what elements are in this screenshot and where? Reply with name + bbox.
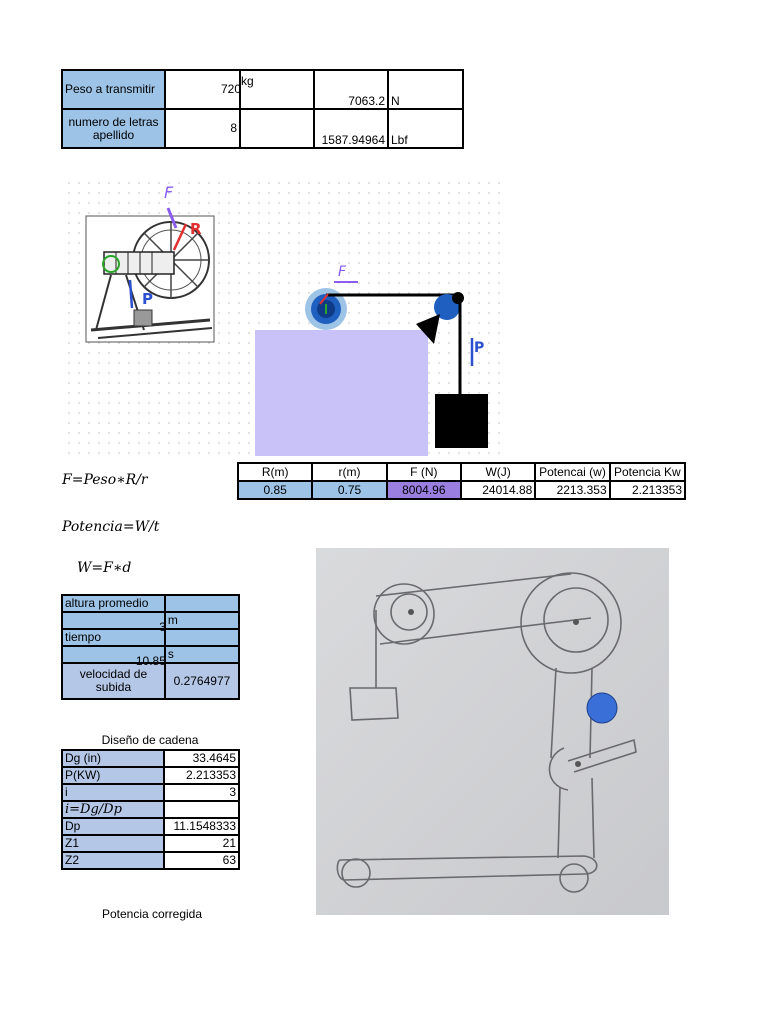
diagram-force-label: F: [338, 264, 347, 280]
header-F: F (N): [385, 462, 462, 482]
pkw-value: 2.213353: [163, 766, 240, 785]
tiempo-empty: [163, 628, 241, 647]
value-r: 0.75: [311, 480, 388, 500]
letras-empty: [239, 108, 315, 149]
altura-value: 3: [159, 619, 166, 634]
platform-block: [255, 330, 428, 456]
peso-label: Peso a transmitir: [61, 69, 166, 110]
chain-design-title: Diseño de cadena: [101, 733, 199, 747]
peso-value: 720: [220, 82, 241, 96]
altura-empty: [163, 594, 241, 613]
sketch-radius-label: R: [190, 220, 202, 238]
ratio-formula: i=Dg/Dp: [60, 800, 166, 819]
results-table: R(m) r(m) F (N) W(J) Potencai (w) Potenc…: [236, 462, 687, 500]
header-potencia-w: Potencai (w): [534, 462, 611, 482]
value-F: 8004.96: [385, 480, 462, 500]
corrected-power-title: Potencia corregida: [101, 907, 203, 921]
blue-marker-dot: [586, 692, 618, 724]
value-R: 0.85: [236, 480, 314, 500]
peso-newton-unit: N: [387, 69, 464, 110]
i-value: 3: [163, 783, 240, 802]
peso-newton-value: 7063.2: [313, 69, 389, 110]
tiempo-value: 10.85: [135, 653, 166, 668]
velocidad-label: velocidad de subida: [61, 662, 166, 700]
power-formula: Potencia=W/t: [62, 519, 160, 535]
altura-label: altura promedio: [61, 594, 166, 613]
load-table: Peso a transmitir 720 kg 7063.2 N numero…: [61, 69, 464, 149]
ratio-empty: [163, 800, 240, 819]
letras-value: 8: [164, 108, 241, 149]
dg-label: Dg (in): [60, 749, 166, 768]
letras-label-line2: apellido: [92, 127, 135, 142]
support-arrow: [416, 314, 440, 344]
header-R: R(m): [236, 462, 314, 482]
peso-lbf-value: 1587.94964: [313, 108, 389, 149]
header-r: r(m): [311, 462, 388, 482]
idler-pivot: [452, 292, 464, 304]
peso-lbf-unit: Lbf: [387, 108, 464, 149]
load-block: [435, 394, 488, 448]
peso-value-cell: 720: [164, 69, 241, 110]
velocidad-label-line2: subida: [95, 680, 132, 694]
diagram-peso-label: P: [474, 340, 484, 356]
motion-table: altura promedio 3 m tiempo 10.85 s veloc…: [61, 594, 241, 700]
value-potencia-kw: 2.213353: [608, 480, 687, 500]
velocidad-label-line1: velocidad de: [79, 667, 148, 681]
altura-value-cell: 3: [61, 611, 166, 633]
work-formula: W=F∗d: [77, 560, 132, 576]
hoist-diagram: F P: [255, 264, 488, 456]
sketch-radius-mark: [102, 255, 120, 273]
letras-label-line1: numero de letras: [68, 114, 159, 129]
z2-label: Z2: [60, 851, 166, 870]
sketch-peso-label: P: [142, 290, 153, 308]
dg-value: 33.4645: [163, 749, 240, 768]
header-W: W(J): [459, 462, 537, 482]
sketch-force-label: F: [164, 183, 174, 202]
peso-unit: kg: [241, 74, 254, 88]
velocidad-value: 0.2764977: [163, 662, 241, 700]
hand-sketch-photo: [316, 548, 669, 915]
z2-value: 63: [163, 851, 240, 870]
peso-unit-cell: kg: [239, 69, 315, 110]
tiempo-value-cell: 10.85: [61, 645, 166, 667]
altura-unit: m: [163, 611, 241, 630]
i-label: i: [60, 783, 166, 802]
pkw-label: P(KW): [60, 766, 166, 785]
sketch-force-arrow: [166, 207, 178, 229]
z1-value: 21: [163, 834, 240, 853]
tiempo-unit: s: [163, 645, 241, 664]
header-potencia-kw: Potencia Kw: [608, 462, 687, 482]
tiempo-label: tiempo: [61, 628, 166, 647]
dp-value: 11.1548333: [163, 817, 240, 836]
value-potencia-w: 2213.353: [534, 480, 611, 500]
force-formula: F=Peso∗R/r: [62, 472, 148, 488]
value-W: 24014.88: [459, 480, 537, 500]
dp-label: Dp: [60, 817, 166, 836]
letras-label: numero de letras apellido: [61, 108, 166, 149]
winch-sketch: F R P: [85, 183, 215, 343]
z1-label: Z1: [60, 834, 166, 853]
